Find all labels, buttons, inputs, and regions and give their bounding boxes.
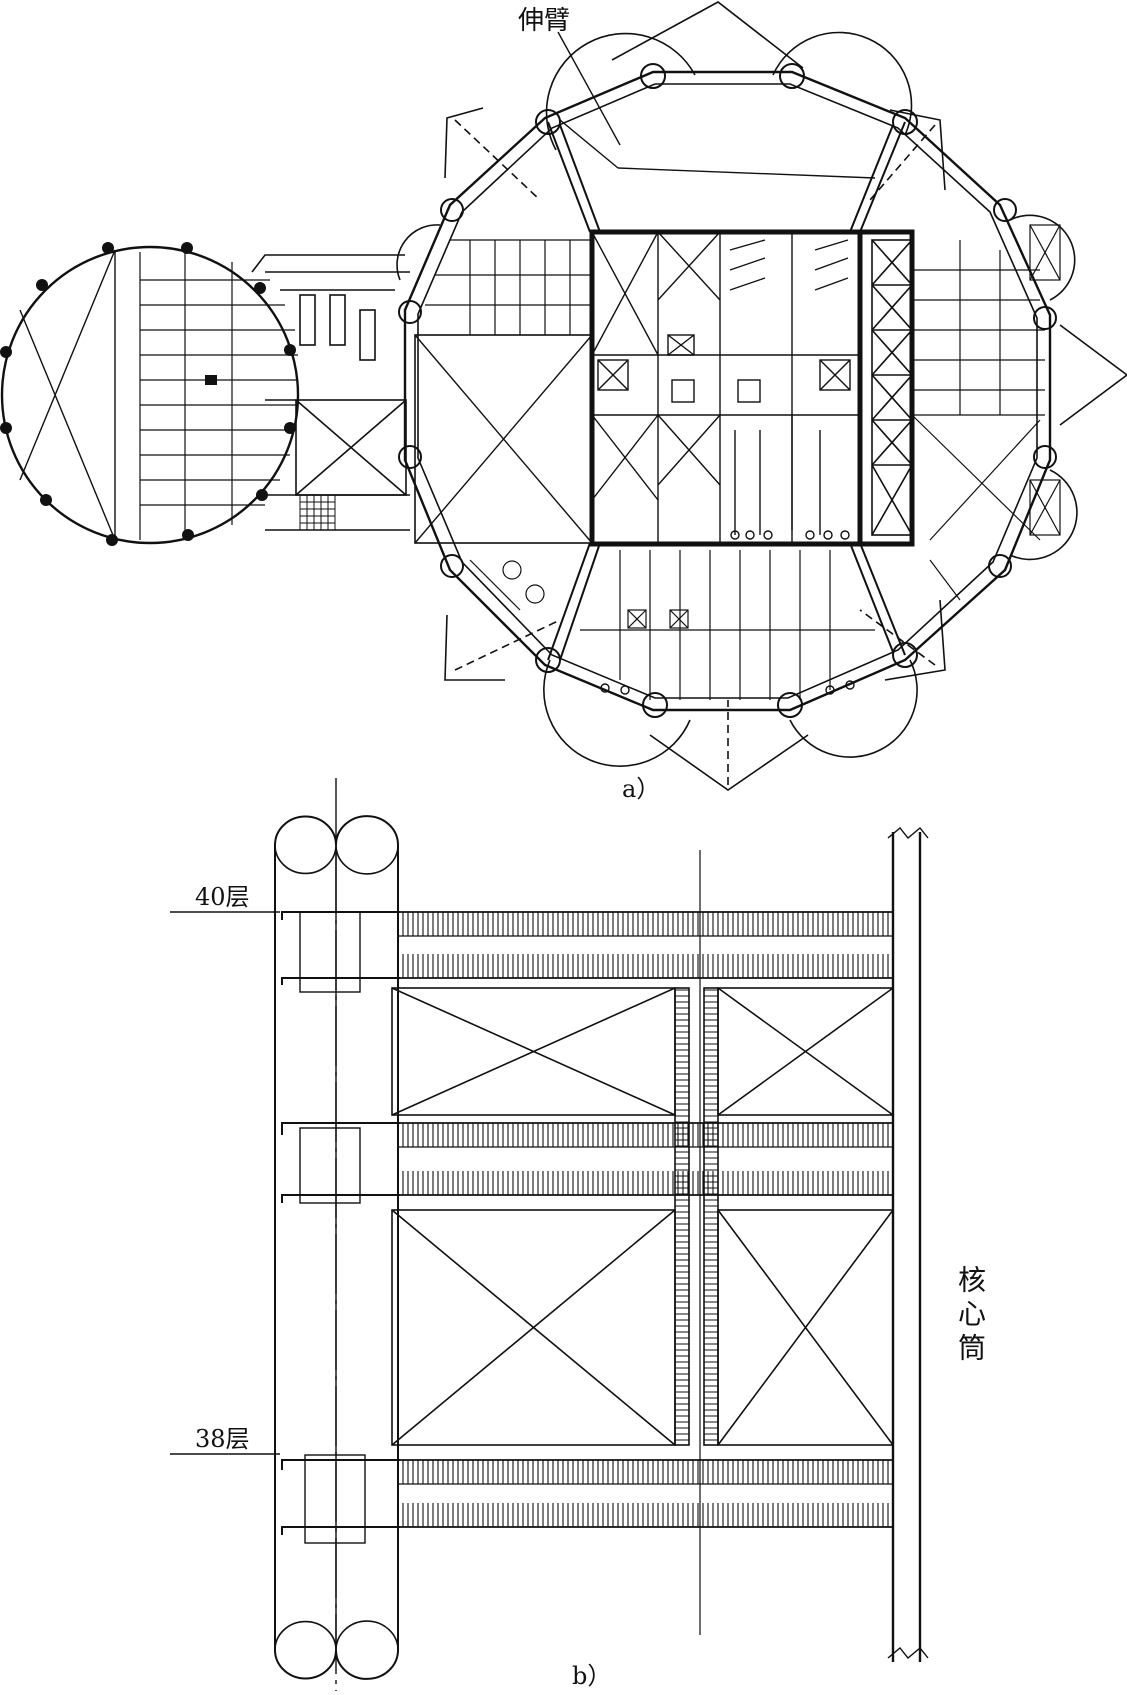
west-circular-tower [0,242,300,546]
chord-hatch-0-1 [397,954,894,978]
core-outline [589,229,915,547]
south-slabs [469,543,961,700]
post-hatch-0 [675,989,689,1441]
connector-wing [251,254,410,531]
core-truss-band [871,239,913,536]
chord-hatch-1-1 [397,1171,894,1195]
outrigger-section [170,778,929,1691]
core-internal [591,231,860,544]
outrigger-leader [557,31,621,146]
outrigger-label: 伸臂 [518,6,571,36]
perimeter-column [274,778,399,1691]
floor-plan [0,1,1127,791]
chord-hatch-0-0 [397,912,894,936]
perimeter-ring-inner [417,83,1038,699]
core-columns [600,530,855,695]
floor-40-label: 40层 [195,883,250,911]
truss-chords [397,911,894,1528]
post-hatch-1 [704,989,718,1441]
core-tube-wall [887,827,929,1662]
column-brackets [281,911,400,1544]
chord-hatch-2-1 [397,1503,894,1527]
west-hall [414,334,593,544]
ring-columns [398,63,1057,718]
figure-b-caption: b） [572,1662,612,1690]
chord-hatch-2-0 [397,1460,894,1484]
perimeter-lobes [396,31,1078,767]
east-slabs [911,224,1061,541]
floor-38-label: 38层 [195,1425,250,1453]
chord-hatch-1-0 [397,1123,894,1147]
west-slabs [425,239,592,335]
figure-a-caption: a） [622,775,661,803]
truss-posts [674,987,719,1446]
core-tube-label: 核心筒 [954,1265,987,1367]
outrigger-arms [547,119,906,661]
truss-cells [391,987,894,1446]
perimeter-ring-outer [403,70,1052,712]
